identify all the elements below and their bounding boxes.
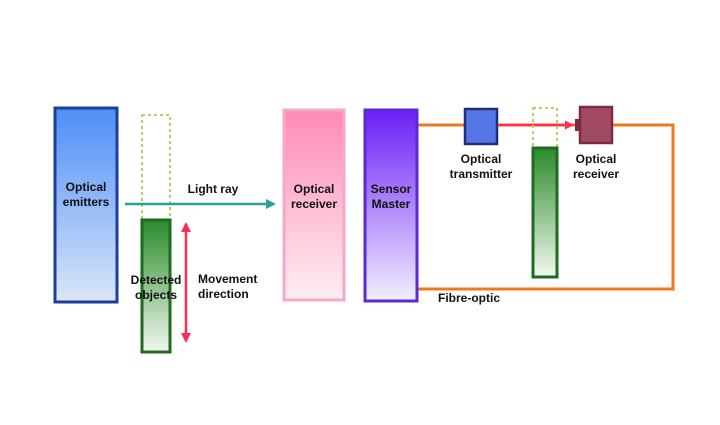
small-receiver-lens xyxy=(575,119,580,131)
optical-transmitter-label: Optical transmitter xyxy=(449,152,513,181)
optical-transmitter-border xyxy=(463,107,499,146)
sensor-master-label: Sensor Master xyxy=(370,182,412,211)
optical-receiver-small-label: Optical receiver xyxy=(572,152,620,181)
movement-direction-label: Movement direction xyxy=(198,272,258,301)
optical-transmitter-block xyxy=(465,109,497,144)
optical-emitters-label: Optical emitters xyxy=(62,180,110,209)
optical-receiver-block xyxy=(282,108,346,302)
sensor-master-block xyxy=(363,108,419,303)
optical-receiver-small-border xyxy=(578,105,614,145)
optical-receiver-small-block xyxy=(580,107,612,143)
small-detected-object xyxy=(531,146,559,279)
light-ray-label: Light ray xyxy=(187,182,239,196)
fibre-optic-label: Fibre-optic xyxy=(438,291,500,305)
optical-receiver-label: Optical receiver xyxy=(290,182,338,211)
optical-emitters-block xyxy=(53,106,119,304)
detected-object xyxy=(140,218,172,354)
detected-objects-label: Detected objects xyxy=(130,273,182,302)
small-object-ghost xyxy=(532,107,558,149)
